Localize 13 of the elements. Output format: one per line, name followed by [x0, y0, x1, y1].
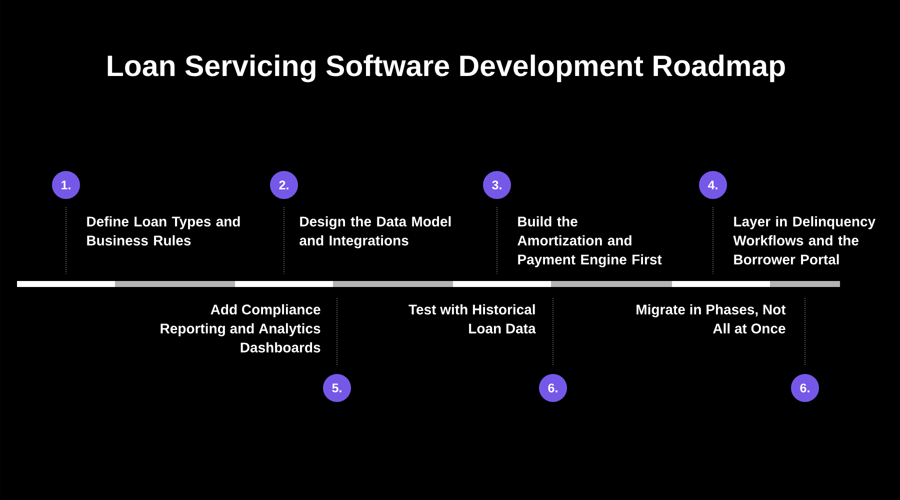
description-text: Add Compliance Reporting and Analytics Dashboards: [160, 304, 320, 352]
leader-line: [336, 296, 338, 366]
leader-line: [552, 296, 554, 366]
description-text: Build the Amortization and Payment Engine First: [518, 216, 662, 268]
description-text: Define Loan Types and Business Rules: [87, 216, 240, 246]
leader-line: [496, 206, 498, 274]
description-text: Design the Data Model and Integrations: [300, 216, 451, 248]
description-text: Migrate in Phases, Not All at Once: [636, 304, 786, 334]
description-text: Test with Historical Loan Data: [408, 304, 536, 334]
title: Loan Servicing Software Development Roadmap: [108, 54, 785, 82]
leader-line: [712, 206, 714, 274]
description-text: Layer in Delinquency Workflows and the Borrower Portal: [733, 216, 876, 264]
leader-line: [804, 296, 806, 366]
